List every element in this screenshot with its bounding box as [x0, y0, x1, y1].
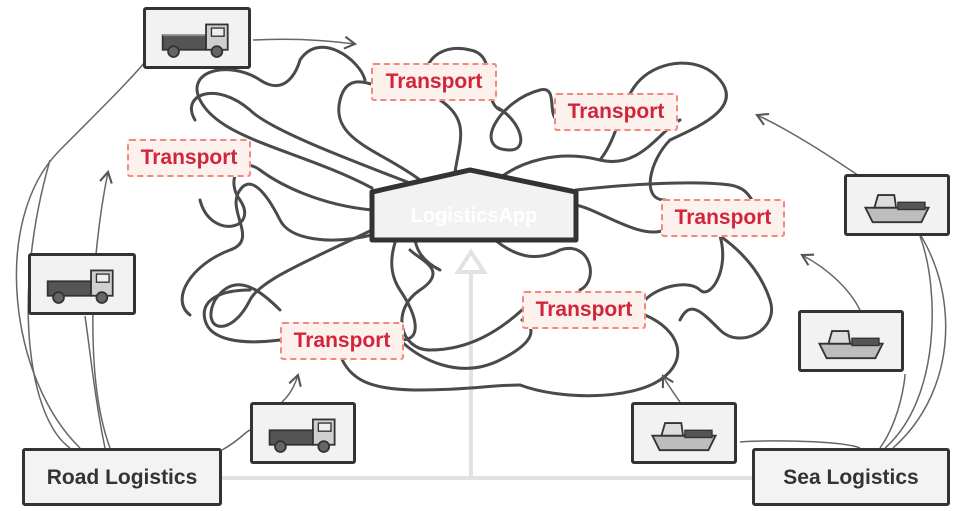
sea-logistics-box: Sea Logistics	[752, 448, 950, 506]
transport-label: Transport	[127, 139, 251, 177]
road-logistics-box: Road Logistics	[22, 448, 222, 506]
truck-icon	[143, 7, 251, 69]
ship-icon	[798, 310, 904, 372]
logistics-app-shape	[369, 167, 579, 243]
transport-label: Transport	[371, 63, 497, 101]
ship-icon	[844, 174, 950, 236]
transport-label: Transport	[280, 322, 404, 360]
transport-label: Transport	[522, 291, 646, 329]
ship-icon	[631, 402, 737, 464]
coupling-tangle	[180, 45, 782, 398]
truck-icon	[28, 253, 136, 315]
transport-label: Transport	[661, 199, 785, 237]
logistics-app-label: LogisticsApp	[410, 205, 538, 227]
truck-icon	[250, 402, 356, 464]
transport-label: Transport	[554, 93, 678, 131]
inheritance-lines	[222, 248, 752, 480]
